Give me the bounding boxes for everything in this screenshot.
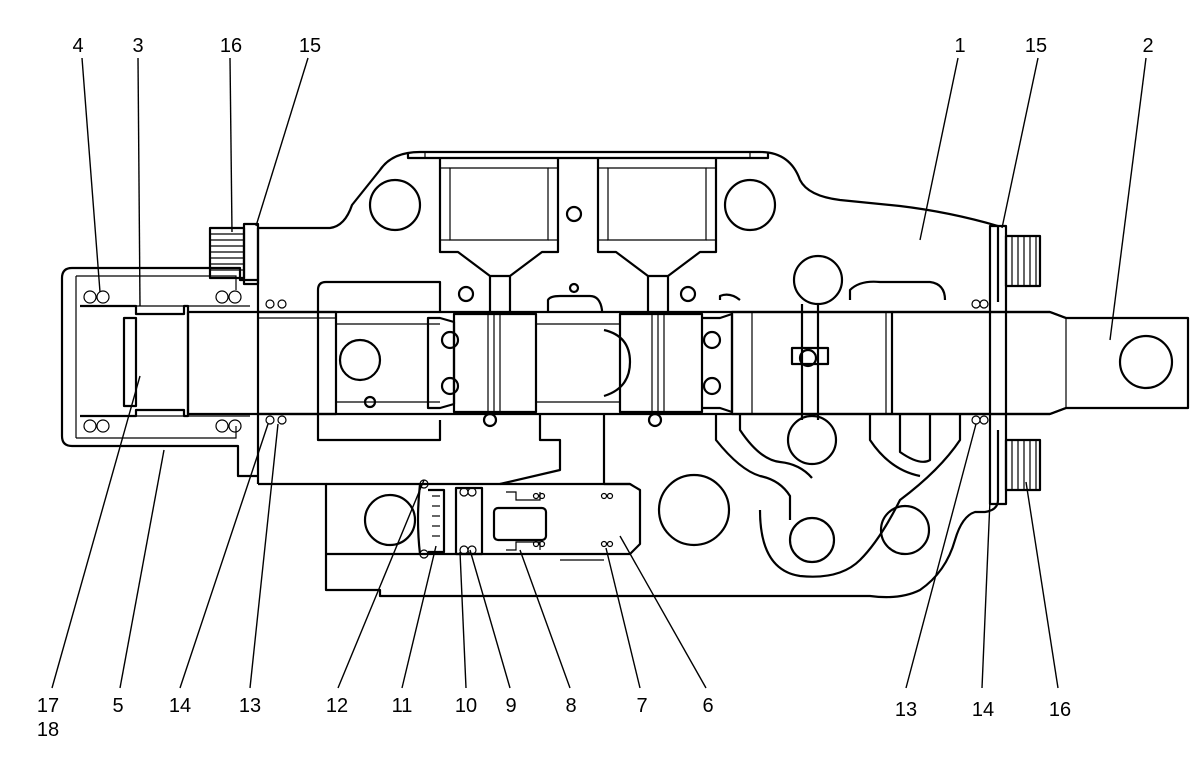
bolt-hole bbox=[723, 178, 777, 232]
label-part-4: 4 bbox=[72, 35, 83, 57]
label-part-16-right: 16 bbox=[1049, 699, 1071, 721]
label-part-12: 12 bbox=[326, 695, 348, 717]
leader-lines bbox=[51, 57, 1147, 689]
bolt-hole bbox=[1118, 334, 1174, 390]
label-part-13-left: 13 bbox=[239, 695, 261, 717]
valve-body-outline bbox=[258, 150, 1000, 599]
bolt-head-left bbox=[208, 226, 246, 280]
port-block-right bbox=[596, 158, 718, 312]
top-plate bbox=[406, 152, 770, 160]
label-part-18: 18 bbox=[37, 719, 59, 741]
spring-top bbox=[83, 290, 242, 304]
label-part-17: 17 bbox=[37, 695, 59, 717]
label-part-15-top-right: 15 bbox=[1025, 35, 1047, 57]
label-part-15-top-left: 15 bbox=[299, 35, 321, 57]
label-part-13-right: 13 bbox=[895, 699, 917, 721]
spool-end-clevis bbox=[892, 310, 1190, 416]
label-part-1: 1 bbox=[954, 35, 965, 57]
label-part-10: 10 bbox=[455, 695, 477, 717]
bolt-hole bbox=[788, 516, 836, 564]
label-part-16-top: 16 bbox=[220, 35, 242, 57]
bolt-hole bbox=[792, 254, 844, 306]
label-part-11: 11 bbox=[392, 695, 413, 717]
spring-cap bbox=[60, 266, 258, 478]
port-block-left bbox=[438, 158, 560, 312]
spring-bottom bbox=[83, 419, 242, 433]
label-part-6: 6 bbox=[702, 695, 713, 717]
label-part-14-right: 14 bbox=[972, 699, 994, 721]
label-part-8: 8 bbox=[565, 695, 576, 717]
bolt-hole bbox=[338, 338, 382, 382]
bolt-head-right-bottom bbox=[1004, 438, 1042, 492]
bolt-hole bbox=[363, 493, 417, 547]
label-part-7: 7 bbox=[636, 695, 647, 717]
label-part-2: 2 bbox=[1142, 35, 1153, 57]
label-part-3: 3 bbox=[132, 35, 143, 57]
label-part-9: 9 bbox=[505, 695, 516, 717]
label-part-14-left: 14 bbox=[169, 695, 191, 717]
bolt-hole bbox=[657, 473, 731, 547]
bolt-hole bbox=[786, 414, 838, 466]
bolt-hole bbox=[368, 178, 422, 232]
label-part-5: 5 bbox=[112, 695, 123, 717]
bolt-head-right-top bbox=[1004, 234, 1042, 288]
check-valve-assembly bbox=[326, 479, 642, 561]
spool bbox=[336, 304, 894, 420]
right-cover-plate bbox=[988, 224, 1008, 506]
bolt-hole bbox=[879, 504, 931, 556]
